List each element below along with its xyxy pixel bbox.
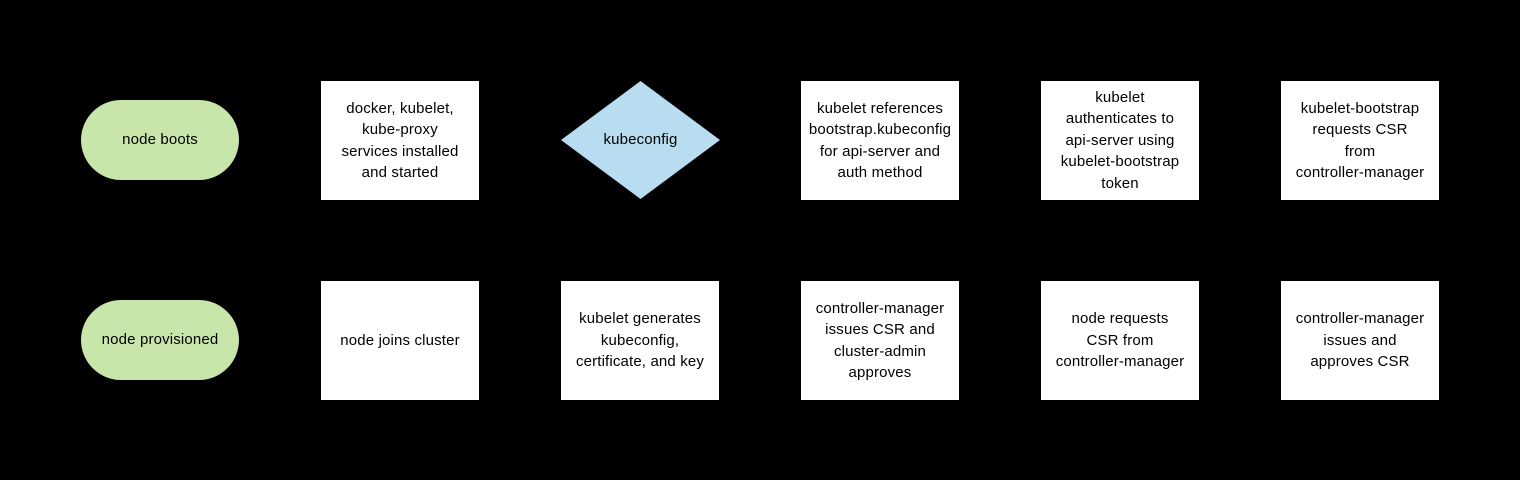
flow-node-label: node provisioned [101,331,219,349]
flow-node-node-requests-csr[interactable]: node requests CSR from controller-manage… [1041,281,1199,400]
flow-node-node-joins-cluster[interactable]: node joins cluster [321,281,479,400]
flow-node-label: kubelet-bootstrap requests CSR from cont… [1295,99,1425,182]
flow-node-label: controller-manager issues and approves C… [1295,310,1425,371]
flow-node-label: docker, kubelet, kube-proxy services ins… [341,99,459,182]
flow-node-label: node requests CSR from controller-manage… [1055,310,1185,371]
flow-node-node-boots[interactable]: node boots [81,100,239,180]
flow-node-kubelet-authenticates[interactable]: kubelet authenticates to api-server usin… [1041,81,1199,200]
flow-node-label: node joins cluster [340,331,460,349]
flow-node-kubelet-generates-kubeconfig[interactable]: kubelet generates kubeconfig, certificat… [561,281,719,400]
flow-node-kubeconfig-decision[interactable]: kubeconfig [561,81,720,199]
flow-node-label: node boots [122,131,198,149]
flow-node-label: kubelet references bootstrap.kubeconfig … [808,99,952,182]
flow-node-kubelet-references-bootstrap[interactable]: kubelet references bootstrap.kubeconfig … [801,81,959,200]
flow-node-label: kubelet authenticates to api-server usin… [1060,88,1180,192]
flow-node-node-provisioned[interactable]: node provisioned [81,300,239,380]
flow-node-label: controller-manager issues CSR and cluste… [815,299,945,382]
flow-node-bootstrap-requests-csr[interactable]: kubelet-bootstrap requests CSR from cont… [1281,81,1439,200]
flow-node-label: kubeconfig [603,131,678,149]
flow-node-controller-manager-approves-csr[interactable]: controller-manager issues and approves C… [1281,281,1439,400]
flow-node-label: kubelet generates kubeconfig, certificat… [575,310,705,371]
flow-node-services-installed[interactable]: docker, kubelet, kube-proxy services ins… [321,81,479,200]
flow-node-controller-manager-issues-csr[interactable]: controller-manager issues CSR and cluste… [801,281,959,400]
